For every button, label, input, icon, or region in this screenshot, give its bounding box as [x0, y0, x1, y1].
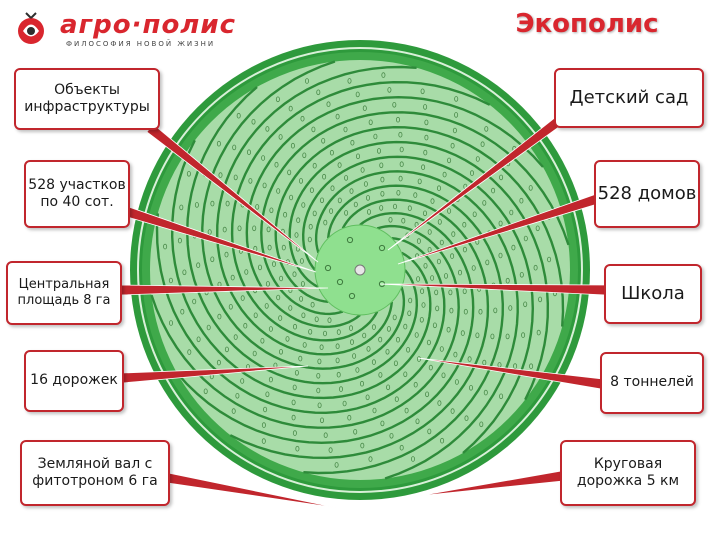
callout-houses-text: 528 домов	[598, 183, 697, 206]
callout-school-text: Школа	[621, 283, 685, 306]
logo-tagline: ФИЛОСОФИЯ НОВОЙ ЖИЗНИ	[66, 40, 215, 48]
callout-earth-bank-text: Земляной вал с фитотроном 6 га	[22, 456, 168, 491]
callout-infrastructure: Объекты инфраструктуры	[14, 68, 160, 130]
center-point	[355, 265, 365, 275]
callout-paths: 16 дорожек	[24, 350, 124, 412]
callout-tunnels-text: 8 тоннелей	[610, 374, 694, 392]
logo-name: агро·полис	[60, 10, 236, 40]
callout-plots: 528 участков по 40 сот.	[24, 160, 130, 228]
callout-infrastructure-text: Объекты инфраструктуры	[16, 82, 158, 117]
callout-central-square-text: Центральная площадь 8 га	[8, 277, 120, 310]
agropolis-logo: агро·полис ФИЛОСОФИЯ НОВОЙ ЖИЗНИ	[10, 6, 220, 52]
callout-ring-path-text: Круговая дорожка 5 км	[562, 456, 694, 491]
callout-tunnels: 8 тоннелей	[600, 352, 704, 414]
callout-school: Школа	[604, 264, 702, 324]
settlement-circle	[130, 40, 590, 500]
callout-earth-bank: Земляной вал с фитотроном 6 га	[20, 440, 170, 506]
callout-ring-path: Круговая дорожка 5 км	[560, 440, 696, 506]
callout-central-square: Центральная площадь 8 га	[6, 261, 122, 325]
callout-houses: 528 домов	[594, 160, 700, 228]
callout-kindergarten-text: Детский сад	[570, 87, 689, 110]
page-title: Экополис	[512, 6, 662, 42]
logo-emblem-icon	[14, 12, 48, 46]
callout-paths-text: 16 дорожек	[30, 372, 118, 390]
callout-kindergarten: Детский сад	[554, 68, 704, 128]
callout-plots-text: 528 участков по 40 сот.	[26, 177, 128, 212]
